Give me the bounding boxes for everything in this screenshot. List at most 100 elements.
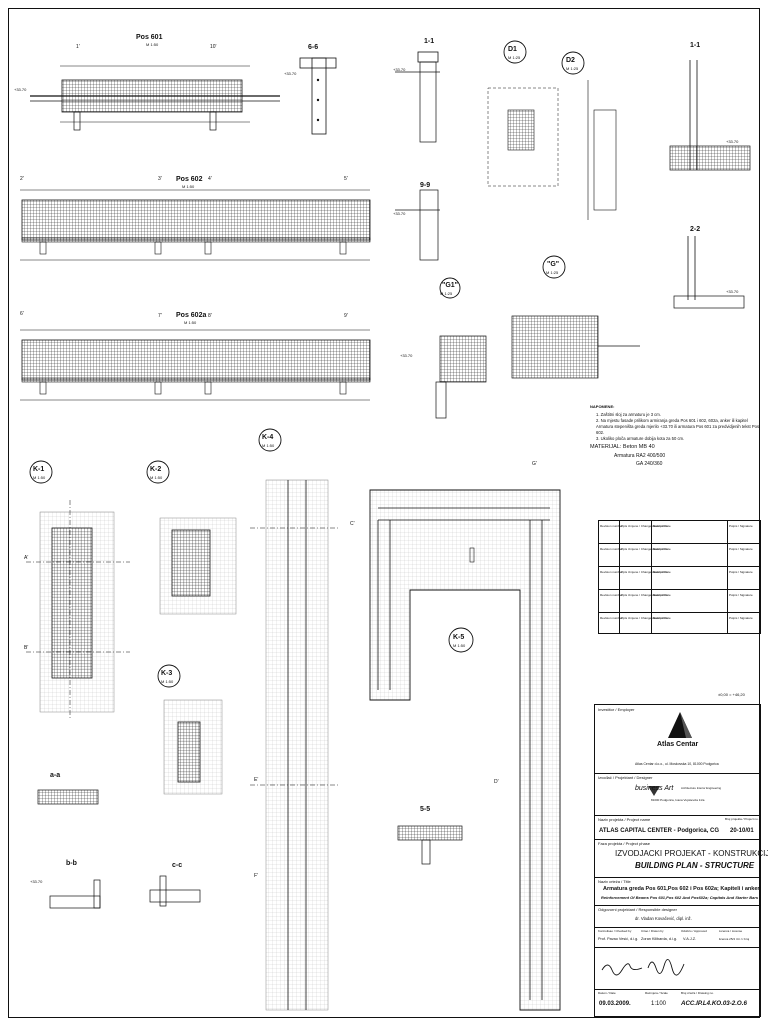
beam-label-pos-602a: Pos 602a: [176, 312, 207, 319]
sheet-number-label: Broj crteža / Drawing no.: [681, 991, 714, 995]
section-label-c-c: c-c: [172, 862, 183, 869]
detail-scale-k-2: M 1:50: [150, 475, 163, 480]
date-value: 09.03.2009.: [599, 1001, 631, 1007]
section-5-5: [397, 825, 463, 865]
material-label: MATERIJAL: Beton MB 40: [590, 444, 655, 451]
section-9-9: [395, 189, 440, 261]
beam-scale-pos-601: M 1:50: [146, 42, 159, 47]
detail-label-k-5: K-5: [453, 634, 465, 641]
revision-signature: Potpis / Signature: [729, 570, 753, 574]
scale-label: Razmjera / Scale: [645, 991, 668, 995]
beam-pos-602a: [20, 329, 371, 401]
title-block: Investitor / Employer Atlas Centar Atlas…: [594, 704, 768, 1017]
section-1-1-b: [669, 60, 751, 171]
axis-bubble: 1': [76, 44, 80, 50]
level-mark: +33.70: [393, 211, 406, 216]
axis-bubble: 2': [20, 176, 24, 182]
detail-label-g: "G": [547, 261, 560, 268]
detail-d2: [561, 51, 617, 220]
business-art-logo: [648, 786, 660, 796]
project-number-label: Broj projekta / Project no.: [725, 817, 759, 821]
axis-bubble: 7': [158, 313, 162, 319]
axis-bubble: C': [350, 521, 355, 527]
section-a-a: [37, 789, 99, 805]
approved-label: Odobrio / Approved: [681, 929, 707, 933]
section-label-9-9: 9-9: [420, 182, 431, 189]
capital-k-4: [250, 428, 340, 1011]
sheet-number: ACC.IP.L4.KO.03-2.O.6: [681, 1000, 747, 1007]
level-mark: +33.70: [284, 71, 297, 76]
revision-description: Opis izmjene / Change description: [621, 570, 667, 574]
detail-scale-g: M 1:25: [546, 270, 559, 275]
section-label-5-5: 5-5: [420, 806, 431, 813]
beam-pos-602: [20, 189, 371, 261]
capital-k-5: [369, 489, 561, 1011]
drawn-name: Zoran Kilibarda, d.i.g.: [641, 937, 678, 941]
section-label-1-1-a: 1-1: [424, 38, 435, 45]
author-label: Odgovorni projektant / Responsible desig…: [598, 907, 677, 912]
axis-bubble: E': [254, 777, 259, 783]
level-mark: +33.70: [726, 139, 739, 144]
revision-signature: Potpis / Signature: [729, 547, 753, 551]
detail-scale-g1: M 1:25: [440, 291, 453, 296]
axis-bubble: 4': [208, 176, 212, 182]
investor-name: Atlas Centar: [657, 741, 699, 748]
section-2-2: [673, 236, 745, 309]
reference-level: ±0,00 = +46,20: [718, 692, 745, 697]
phase-label: Faza projekta / Project phase: [598, 841, 651, 846]
license-label: Licenca / License: [719, 929, 743, 933]
beam-label-pos-602: Pos 602: [176, 176, 203, 183]
phase-english: BUILDING PLAN - STRUCTURE: [635, 861, 755, 870]
revision-date: Datum / Date: [653, 524, 671, 528]
atlas-centar-logo: [668, 712, 692, 738]
detail-label-k-3: K-3: [161, 670, 173, 677]
revision-number: Revision number: [600, 616, 623, 620]
author-name: dr. Vladan Kovačević, dipl. inž.: [635, 916, 692, 921]
section-1-1-a: [395, 51, 440, 143]
axis-bubble: 8': [208, 313, 212, 319]
revision-description: Opis izmjene / Change description: [621, 524, 667, 528]
project-name: ATLAS CAPITAL CENTER - Podgorica, CG: [599, 828, 720, 834]
capital-k-3: [157, 664, 223, 795]
section-label-2-2: 2-2: [690, 226, 701, 233]
detail-scale-k-5: M 1:50: [453, 643, 466, 648]
revision-signature: Potpis / Signature: [729, 524, 753, 528]
section-c-c: [149, 875, 201, 907]
axis-bubble: B': [24, 645, 29, 651]
revision-description: Opis izmjene / Change description: [621, 616, 667, 620]
capital-k-2: [146, 460, 237, 615]
level-mark: +33.70: [14, 87, 27, 92]
project-number: 20-10/01: [730, 828, 754, 834]
revisions-table: Revision number Opis izmjene / Change de…: [598, 520, 761, 634]
drawing-title-label: Naziv crteža / Title: [598, 879, 631, 884]
axis-bubble: G': [532, 461, 537, 467]
section-label-a-a: a-a: [50, 772, 61, 779]
notes-heading: NAPOMENE:: [590, 404, 615, 409]
revision-number: Revision number: [600, 570, 623, 574]
steel-spec-2: GA 240/360: [636, 460, 663, 467]
revision-date: Datum / Date: [653, 616, 671, 620]
section-b-b: [49, 879, 101, 909]
checked-label: Kontrolisao / Checked by: [598, 929, 632, 933]
section-label-b-b: b-b: [66, 860, 77, 867]
detail-scale-k-4: M 1:50: [262, 443, 275, 448]
detail-label-d1: D1: [508, 46, 517, 53]
drawing-title-local: Armatura greda Pos 601,Pos 602 i Pos 602…: [603, 886, 762, 892]
general-notes: NAPOMENE: 1. Zaštitni sloj za armaturu j…: [590, 405, 760, 470]
revision-number: Revision number: [600, 524, 623, 528]
beam-label-pos-601: Pos 601: [136, 34, 163, 41]
investor-address: Atlas Centar d.o.o., ul. Moskovska 10, 8…: [635, 762, 719, 766]
detail-label-k-2: K-2: [150, 466, 162, 473]
revision-signature: Potpis / Signature: [729, 616, 753, 620]
detail-scale-d1: M 1:25: [508, 55, 521, 60]
axis-bubble: A': [24, 555, 29, 561]
revision-number: Revision number: [600, 593, 623, 597]
revision-signature: Potpis / Signature: [729, 593, 753, 597]
revision-date: Datum / Date: [653, 570, 671, 574]
revision-number: Revision number: [600, 547, 623, 551]
beam-scale-pos-602: M 1:50: [182, 184, 195, 189]
steel-spec-1: Armatura RA2 400/500: [614, 452, 666, 459]
capital-k-1: [26, 460, 130, 720]
note-item: 1. Zaštitni sloj za armaturu je 3 cm.: [596, 412, 661, 417]
